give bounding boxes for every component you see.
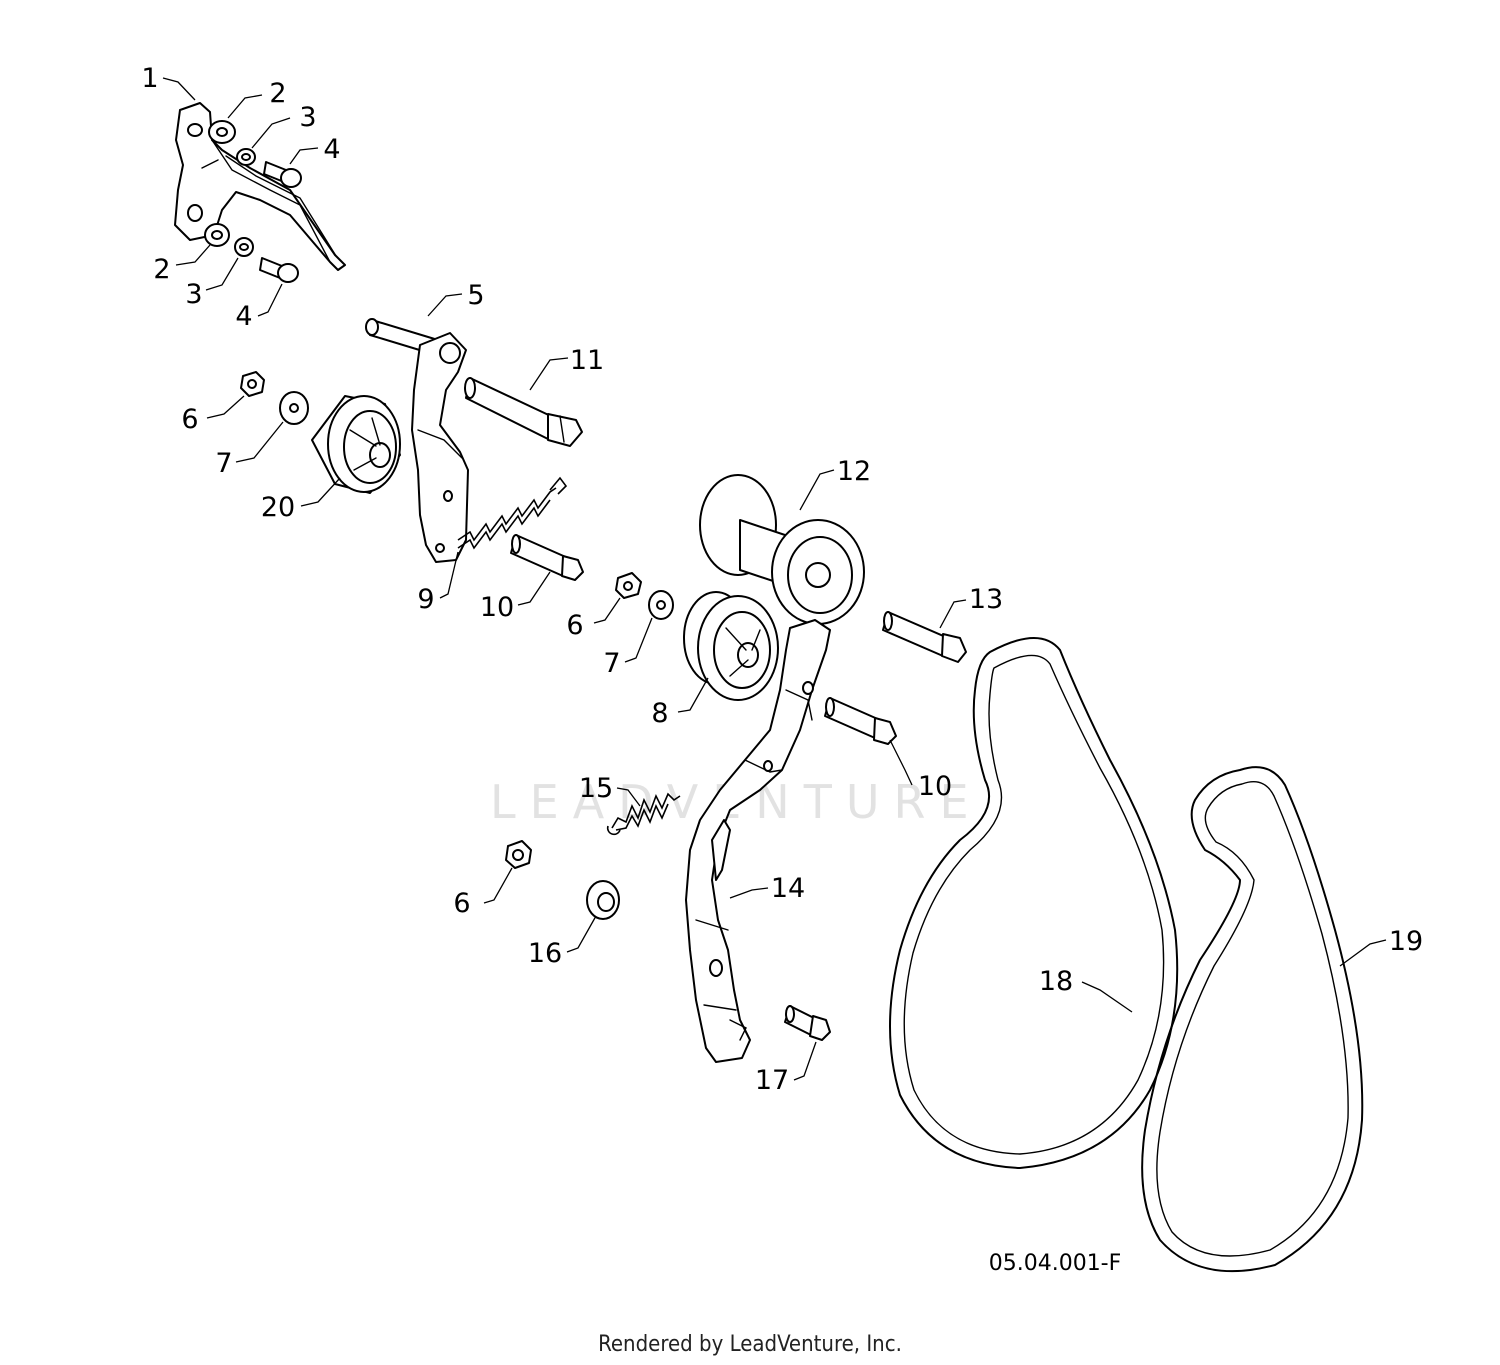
diagram-reference-code: 05.04.001-F	[989, 1251, 1122, 1276]
part-3-lockwasher-lower	[234, 237, 254, 257]
callout-6-lower: 6	[453, 888, 470, 919]
callout-18: 18	[1039, 966, 1073, 997]
callout-2-lower: 2	[153, 254, 170, 285]
part-9-spring	[457, 476, 568, 550]
callout-19: 19	[1389, 926, 1423, 957]
render-credit: Rendered by LeadVenture, Inc.	[598, 1332, 902, 1357]
callout-12: 12	[837, 456, 871, 487]
callout-9: 9	[417, 584, 434, 615]
part-8-idler-pulley	[683, 591, 779, 701]
part-3-lockwasher-upper	[236, 148, 256, 166]
callout-7-middle: 7	[603, 648, 620, 679]
part-10-bolt-lower	[824, 697, 897, 745]
part-13-bolt	[882, 611, 967, 663]
part-7-washer-middle	[648, 590, 674, 620]
part-19-belt	[1141, 766, 1364, 1273]
callout-10-upper: 10	[480, 592, 514, 623]
callout-7-upper: 7	[215, 448, 232, 479]
callout-15: 15	[579, 773, 613, 804]
part-7-washer-upper	[279, 391, 309, 425]
callout-3-lower: 3	[185, 279, 202, 310]
part-16-flange-bushing	[586, 880, 620, 920]
part-17-bolt	[784, 1005, 831, 1041]
part-14-idler-arm	[685, 619, 831, 1063]
part-2-washer-upper	[208, 120, 236, 144]
callout-16: 16	[528, 938, 562, 969]
part-4-bolt-lower	[259, 257, 299, 283]
callout-17: 17	[755, 1065, 789, 1096]
part-2-washer-lower	[204, 223, 230, 247]
callout-4-lower: 4	[235, 301, 252, 332]
callout-14: 14	[771, 873, 805, 904]
callout-3-upper: 3	[299, 102, 316, 133]
part-1-bracket	[174, 102, 346, 271]
part-4-bolt-upper	[263, 161, 302, 188]
callout-labels: 1 2 3 4 2 3 4 5 11 6 7 20 12 9 10 6 7 13…	[141, 63, 1423, 1096]
callout-5: 5	[467, 280, 484, 311]
part-6-nut-middle	[615, 572, 642, 599]
part-6-nut-upper	[240, 371, 265, 397]
part-18-belt	[889, 637, 1179, 1169]
callout-13: 13	[969, 584, 1003, 615]
callout-10-lower: 10	[918, 771, 952, 802]
part-6-nut-lower	[505, 840, 532, 869]
callout-20: 20	[261, 492, 295, 523]
part-12-double-pulley	[699, 474, 865, 625]
part-20-flat-pulley	[311, 395, 401, 494]
leader-lines	[162, 77, 1387, 1081]
callout-4-upper: 4	[323, 134, 340, 165]
callout-2-upper: 2	[269, 78, 286, 109]
callout-6-upper: 6	[181, 404, 198, 435]
callout-8: 8	[651, 698, 668, 729]
part-15-spring	[606, 792, 681, 836]
part-10-bolt-upper	[510, 534, 584, 581]
callout-6-middle: 6	[566, 610, 583, 641]
callout-1: 1	[141, 63, 158, 94]
part-5-idler-arm	[365, 318, 469, 563]
part-11-bolt	[464, 377, 583, 447]
callout-11: 11	[570, 345, 604, 376]
